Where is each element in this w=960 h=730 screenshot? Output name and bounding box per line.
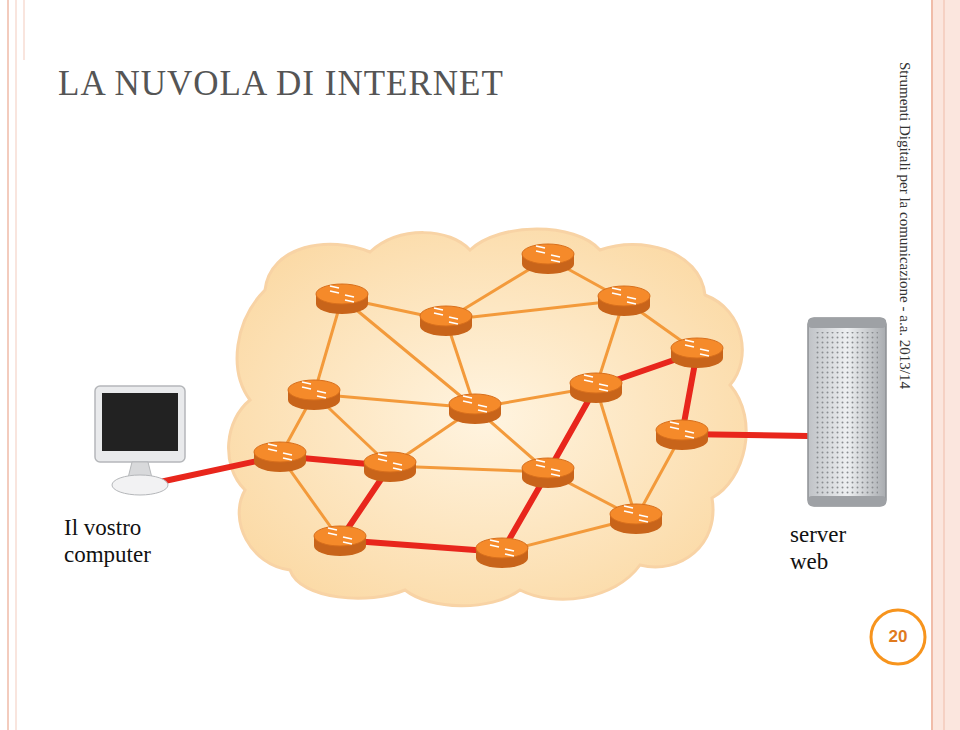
network-link <box>596 387 636 518</box>
page-number: 20 <box>871 610 925 664</box>
router-icon <box>476 538 528 568</box>
router-icon <box>671 338 723 368</box>
router-icon <box>314 526 366 556</box>
router-icon <box>570 373 622 403</box>
router-icon <box>288 380 340 410</box>
router-icon <box>420 306 472 336</box>
router-icon <box>522 458 574 488</box>
computer-node: Il vostro computer <box>64 514 204 568</box>
course-footer: Strumenti Digitali per la comunicazione … <box>896 62 913 389</box>
router-icon <box>610 504 662 534</box>
server-node: server web <box>790 521 890 575</box>
label-text: Il vostro computer <box>64 514 204 568</box>
network-link <box>342 298 475 408</box>
network-link <box>446 300 624 320</box>
router-icon <box>656 420 708 450</box>
router-icon <box>254 442 306 472</box>
router-icon <box>449 394 501 424</box>
router-icon <box>522 244 574 274</box>
slide-title: LA NUVOLA DI INTERNET <box>58 64 504 104</box>
router-icon <box>598 286 650 316</box>
slide-frame <box>8 0 960 730</box>
computer-icon <box>95 386 185 495</box>
server-icon <box>808 318 886 506</box>
router-icon <box>364 452 416 482</box>
cloud <box>229 229 747 606</box>
label-text: server web <box>790 521 890 575</box>
router-icon <box>316 284 368 314</box>
page-badge <box>871 610 925 664</box>
